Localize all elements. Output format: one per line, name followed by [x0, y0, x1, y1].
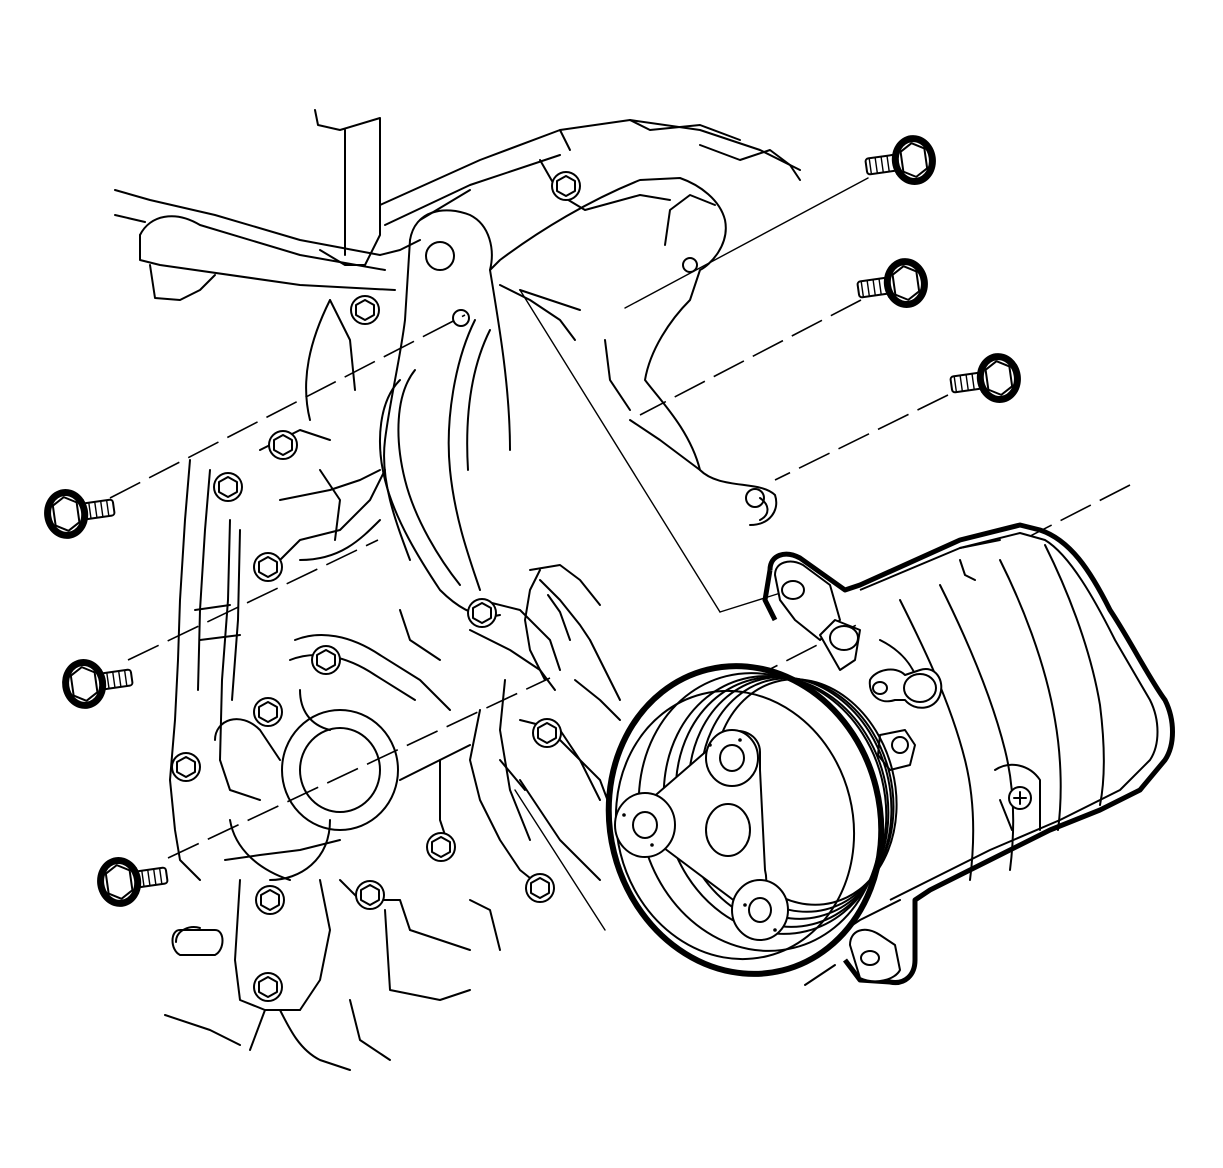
- engine-bolt: [350, 295, 380, 325]
- engine-bolt: [525, 873, 555, 903]
- bolt-left-bottom: [92, 849, 172, 912]
- engine-bolt: [467, 598, 497, 628]
- bolt-right-middle: [853, 253, 933, 316]
- engine-bolt: [253, 972, 283, 1002]
- bolt-left-top: [39, 481, 119, 544]
- engine-bolt: [253, 552, 283, 582]
- bolt-left-middle: [57, 651, 137, 714]
- bolt-right-bottom: [946, 348, 1026, 411]
- ac-compressor: [762, 522, 1175, 986]
- engine-bolt: [213, 472, 243, 502]
- bolt-right-top: [861, 130, 941, 193]
- engine-block: [114, 109, 801, 1071]
- engine-bolt: [268, 430, 298, 460]
- compressor-pulley: [605, 663, 898, 977]
- engine-bolt: [171, 752, 201, 782]
- engine-bolt: [355, 880, 385, 910]
- engine-bolt: [532, 718, 562, 748]
- engine-bolt: [255, 885, 285, 915]
- engine-bolt: [311, 645, 341, 675]
- engine-bolt: [551, 171, 581, 201]
- engine-bolt: [253, 697, 283, 727]
- engine-bolt: [426, 832, 456, 862]
